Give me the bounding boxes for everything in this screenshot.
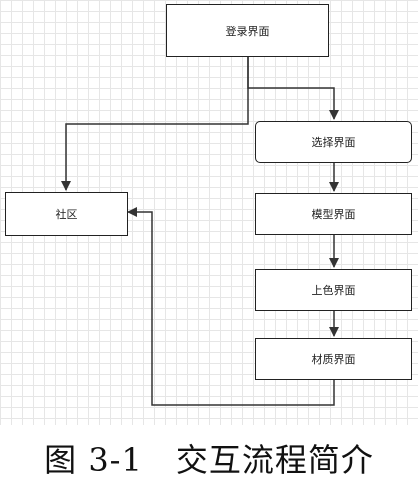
node-login: 登录界面 (166, 4, 329, 57)
node-color: 上色界面 (255, 269, 412, 311)
edge-material-to-community (127, 207, 335, 406)
node-model: 模型界面 (255, 193, 412, 235)
node-material: 材质界面 (255, 338, 412, 380)
figure-caption: 图 3-1 交互流程简介 (44, 440, 374, 479)
node-select: 选择界面 (255, 121, 412, 163)
edge-login-to-select (247, 57, 339, 120)
edge-login-to-community (61, 57, 249, 191)
connector-layer (61, 57, 339, 406)
node-community: 社区 (5, 192, 128, 236)
